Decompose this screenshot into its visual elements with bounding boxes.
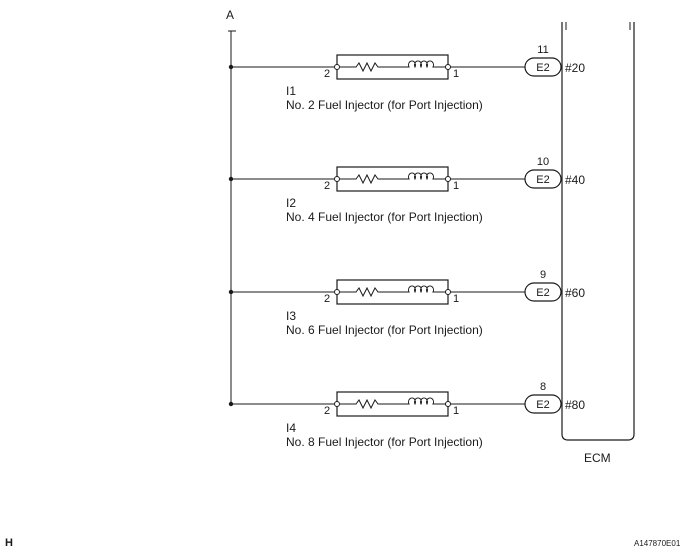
- ecm-connector: [524, 394, 562, 414]
- pin-right-label: 1: [453, 293, 459, 305]
- terminal-2: [334, 289, 340, 295]
- ecm-label: ECM: [584, 451, 611, 465]
- signal-name: #80: [565, 398, 585, 412]
- footer-right: A147870E01: [634, 539, 681, 548]
- connector-code: E2: [536, 287, 549, 299]
- signal-name: #20: [565, 61, 585, 75]
- resistor-coil-symbol: [340, 397, 446, 410]
- pin-left-label: 2: [324, 180, 330, 192]
- connector-code: E2: [536, 174, 549, 186]
- injector-id: I2: [286, 196, 296, 210]
- pin-right-label: 1: [453, 68, 459, 80]
- pin-left-label: 2: [324, 68, 330, 80]
- ecm-pin-number: 8: [540, 381, 546, 393]
- resistor-coil-symbol: [340, 285, 446, 298]
- terminal-1: [445, 64, 451, 70]
- signal-name: #60: [565, 286, 585, 300]
- injector-id: I3: [286, 309, 296, 323]
- terminal-1: [445, 289, 451, 295]
- terminal-1: [445, 401, 451, 407]
- injector-id: I1: [286, 84, 296, 98]
- footer-left: H: [5, 537, 13, 549]
- ecm-pin-number: 10: [537, 156, 549, 168]
- injector-name: No. 6 Fuel Injector (for Port Injection): [286, 323, 483, 337]
- connector-code: E2: [536, 62, 549, 74]
- injector-name: No. 8 Fuel Injector (for Port Injection): [286, 435, 483, 449]
- ecm-box: [561, 22, 635, 441]
- terminal-2: [334, 401, 340, 407]
- bus-label: A: [226, 8, 234, 22]
- ecm-connector: [524, 282, 562, 302]
- pin-right-label: 1: [453, 180, 459, 192]
- pin-right-label: 1: [453, 405, 459, 417]
- ecm-connector: [524, 169, 562, 189]
- terminal-2: [334, 64, 340, 70]
- terminal-1: [445, 176, 451, 182]
- injector-name: No. 4 Fuel Injector (for Port Injection): [286, 210, 483, 224]
- connector-code: E2: [536, 399, 549, 411]
- pin-left-label: 2: [324, 405, 330, 417]
- pin-left-label: 2: [324, 293, 330, 305]
- resistor-coil-symbol: [340, 60, 446, 73]
- resistor-coil-symbol: [340, 172, 446, 185]
- ecm-pin-number: 11: [537, 44, 548, 56]
- signal-name: #40: [565, 173, 585, 187]
- ecm-pin-number: 9: [540, 269, 546, 281]
- ecm-connector: [524, 57, 562, 77]
- injector-name: No. 2 Fuel Injector (for Port Injection): [286, 98, 483, 112]
- injector-id: I4: [286, 421, 296, 435]
- terminal-2: [334, 176, 340, 182]
